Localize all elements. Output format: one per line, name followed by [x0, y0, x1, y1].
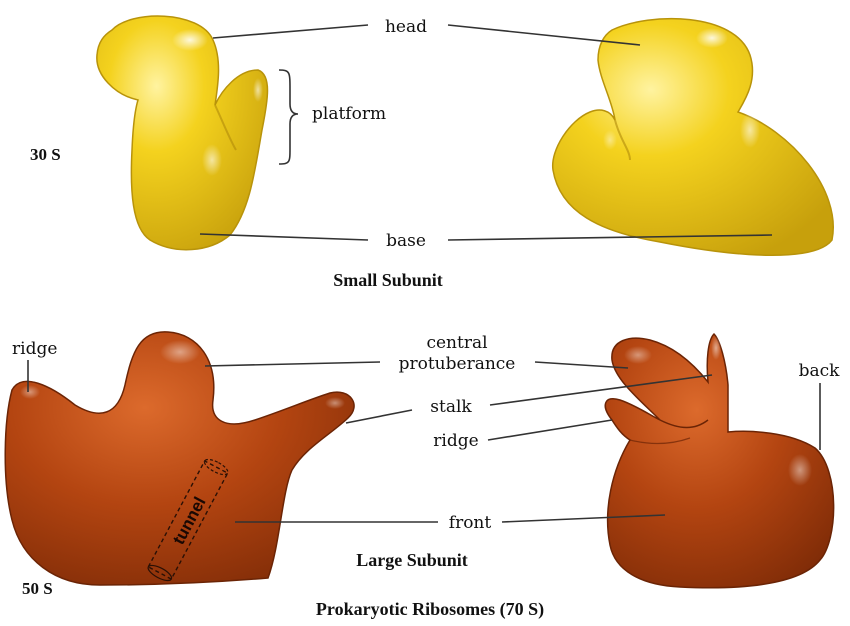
base-label: base — [386, 231, 426, 251]
back-label: back — [799, 361, 841, 381]
stalk-label: stalk — [430, 397, 472, 417]
small-subunit-right-body — [553, 19, 834, 256]
head-label: head — [385, 17, 427, 37]
figure-caption: Prokaryotic Ribosomes (70 S) — [316, 599, 544, 620]
large-subunit-left-body — [5, 332, 354, 585]
small-subunit-left-body — [97, 16, 268, 250]
small-subunit-left-view — [97, 16, 268, 250]
large-subunit-left-view: tunnel — [5, 332, 354, 585]
large-subunit-sedimentation: 50 S — [22, 579, 53, 598]
central-protuberance-label-line1: central — [426, 333, 487, 353]
large-subunit-title: Large Subunit — [356, 550, 468, 570]
central-protuberance-label-line2: protuberance — [399, 354, 516, 374]
platform-bracket — [279, 70, 298, 164]
ridge-right-label: ridge — [433, 431, 478, 451]
small-subunit-right-view — [553, 19, 834, 256]
platform-label: platform — [312, 104, 386, 124]
small-subunit-sedimentation: 30 S — [30, 145, 61, 164]
front-label: front — [449, 513, 492, 533]
ridge-left-label: ridge — [12, 339, 57, 359]
small-subunit-title: Small Subunit — [333, 270, 443, 290]
